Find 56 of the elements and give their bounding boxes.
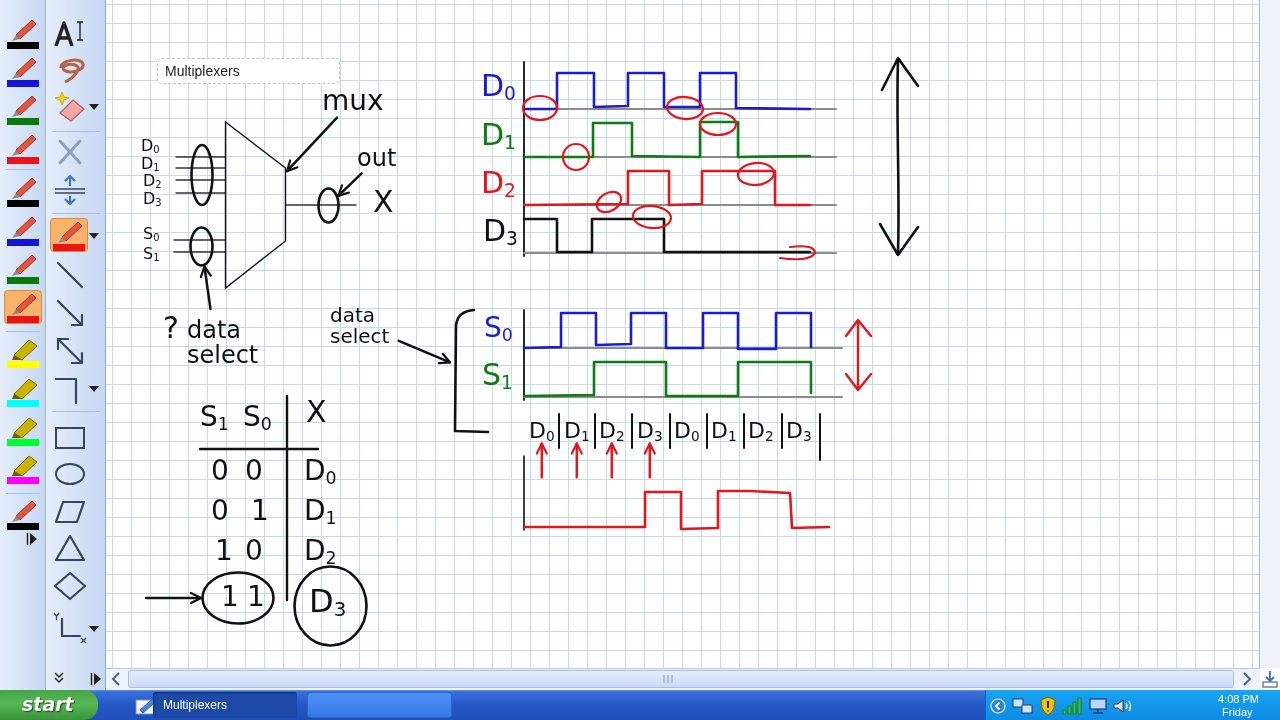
handwritten-label: data select [330,305,396,347]
signal-name: S$_{1}$ [143,246,160,264]
signal-name: D$_{3}$ [637,419,663,444]
signal-name: D$_{2}$ [599,419,625,444]
signal-name: D$_{3}$ [309,585,347,621]
signal-name: S$_{0}$ [143,226,160,244]
multiplexer-symbol [224,120,287,290]
handwritten-label: data select [186,318,260,369]
truth-value: 0 [245,536,263,566]
truth-value: 1 [221,582,239,612]
arrow [643,442,656,479]
signal-name: D$_{1}$ [481,119,516,153]
truth-value: 1 [215,536,233,566]
signal-name: D$_{0}$ [141,138,160,156]
signal-name: D$_{1}$ [711,419,737,444]
signal-name: D$_{3}$ [483,215,518,249]
signal-name: S$_{0}$ [243,402,272,434]
signal-name: D$_{3}$ [143,190,162,208]
signal-name: X [306,396,327,428]
signal-name: D$_{2}$ [304,536,337,568]
signal-name: X [373,186,394,218]
circle-mark [317,187,340,224]
signal-name: D$_{2}$ [481,167,516,201]
arrow [144,591,203,605]
signal-name: S$_{0}$ [484,313,513,345]
truth-value: 1 [251,496,269,526]
title: Multiplexers [157,58,340,84]
handwritten-label: mux [322,86,384,116]
signal-name: D$_{0}$ [529,419,555,444]
signal-name: D$_{1}$ [141,155,160,173]
signal-name: D$_{2}$ [748,419,774,444]
signal-name: S$_{1}$ [482,359,513,393]
taskbar-button: Multiplexers [153,692,297,718]
signal-name: D$_{0}$ [304,456,337,488]
signal-name: D$_{0}$ [481,70,516,104]
clock-time: 4:08 PM [1218,693,1259,705]
arrow [337,172,363,198]
truth-value: 0 [211,456,229,486]
truth-value: 0 [211,496,229,526]
question-mark: ? [163,312,179,344]
start-button: start [0,690,98,720]
arrow [570,442,583,479]
signal-name: S$_{1}$ [200,402,229,434]
signal-name: D$_{0}$ [674,419,700,444]
truth-value: 1 [247,582,265,612]
signal-name: D$_{3}$ [786,419,812,444]
clock-day: Friday [1222,706,1253,718]
arrow [535,442,548,479]
handwritten-label: out [357,146,397,172]
arrow [285,116,339,173]
truth-value: 0 [245,456,263,486]
signal-name: D$_{1}$ [304,496,337,528]
signal-name: D$_{2}$ [143,173,162,191]
signal-name: D$_{1}$ [564,419,590,444]
circle-mark [189,226,214,267]
arrow [605,442,618,479]
